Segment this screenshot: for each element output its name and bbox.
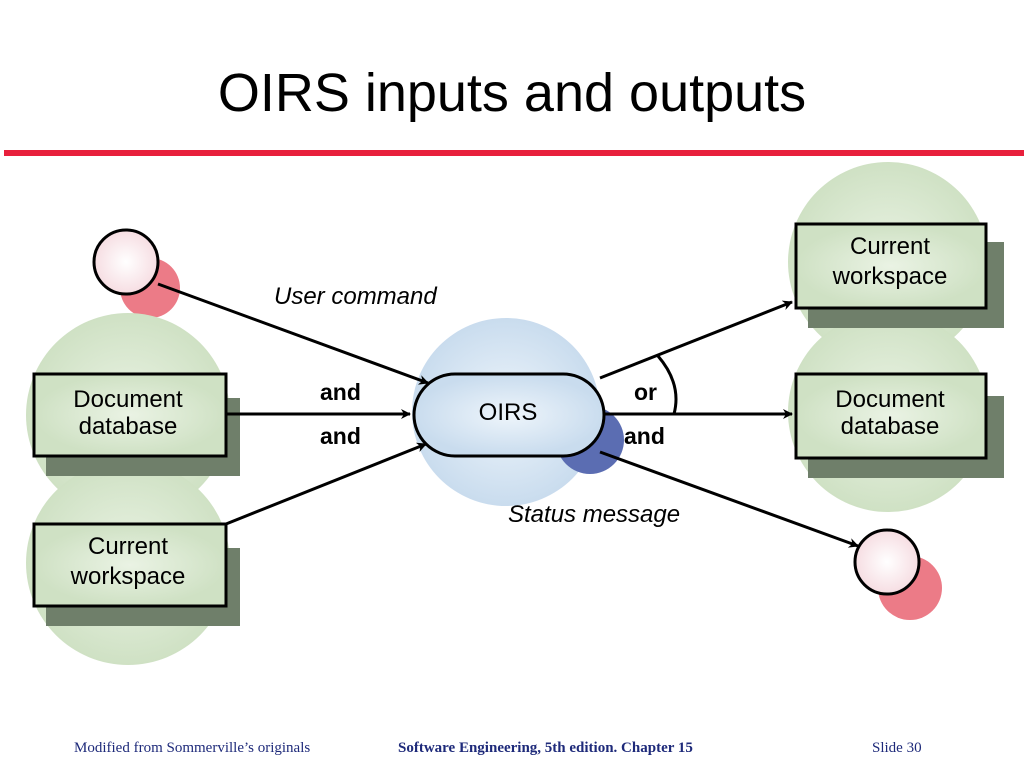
output-document-database-box: Document database (794, 372, 1004, 478)
arrow-current-workspace-in (225, 442, 427, 526)
oirs-process: OIRS (412, 318, 624, 506)
label-or: or (634, 379, 657, 405)
footer-left: Modified from Sommerville’s originals (74, 740, 311, 756)
output-document-database-line1: Document (835, 386, 945, 413)
output-document-database-line2: database (841, 413, 940, 440)
flow-arrows (157, 282, 859, 548)
user-terminator-input (92, 228, 180, 318)
input-document-database-line2: database (79, 413, 178, 440)
user-terminator-output (853, 528, 942, 620)
input-document-database-line1: Document (73, 386, 183, 413)
label-and-bottom: and (320, 423, 361, 449)
arrow-status-message (599, 450, 859, 548)
input-current-workspace-line2: workspace (70, 563, 186, 590)
slide-title: OIRS inputs and outputs (217, 63, 807, 123)
footer-slide-number: Slide 30 (872, 740, 922, 756)
label-user-command: User command (274, 283, 437, 310)
input-current-workspace-box: Current workspace (32, 522, 240, 626)
label-and-right: and (624, 423, 665, 449)
or-arc (656, 355, 678, 415)
label-status-message: Status message (508, 501, 680, 528)
oirs-label: OIRS (479, 399, 538, 426)
arrow-user-command (157, 282, 429, 385)
output-current-workspace-box: Current workspace (794, 222, 1004, 328)
output-current-workspace-line1: Current (850, 233, 930, 260)
title-rule (4, 150, 1024, 156)
output-current-workspace-line2: workspace (832, 263, 948, 290)
arrow-current-workspace-out (599, 300, 793, 380)
input-current-workspace-line1: Current (88, 533, 168, 560)
input-document-database-box: Document database (32, 372, 240, 476)
footer-middle: Software Engineering, 5th edition. Chapt… (398, 740, 693, 756)
label-and-top: and (320, 379, 361, 405)
